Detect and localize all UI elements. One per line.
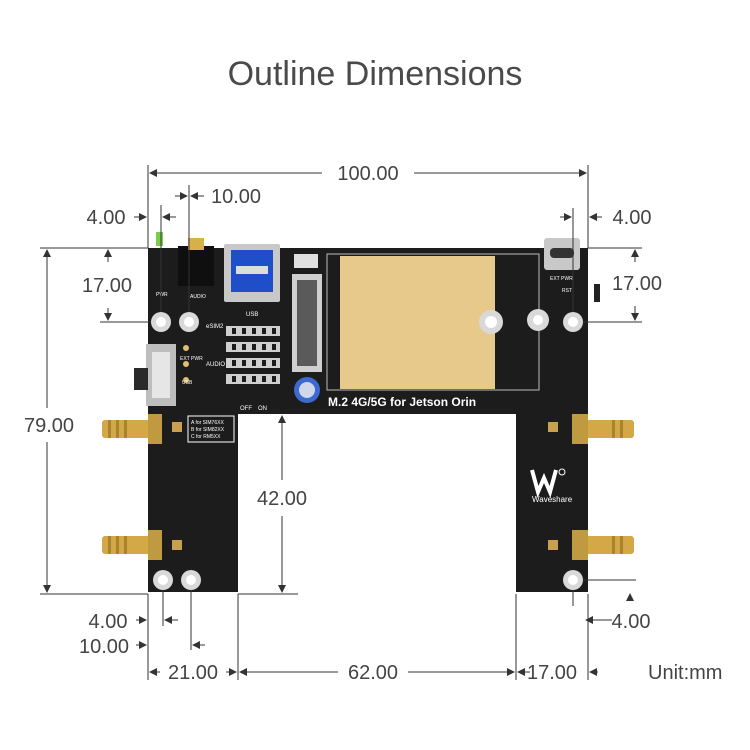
- audio-jack: [178, 246, 214, 286]
- dim-bottom-right-hole-x: 4.00: [612, 611, 651, 633]
- mounting-holes: [151, 309, 583, 590]
- sma-right-bottom: [572, 530, 634, 560]
- label-audio-2: AUDIO: [206, 362, 225, 368]
- sma-connectors: [102, 414, 634, 560]
- dim-overall-width: 100.00: [337, 163, 398, 185]
- dim-usb-hole-x: 10.00: [211, 186, 261, 208]
- sim-legend-box: [187, 415, 235, 443]
- label-usb: USB: [246, 312, 258, 318]
- brand-label: Waveshare: [532, 495, 573, 504]
- reset-button: [594, 284, 600, 302]
- label-ext-pwr-right: EXT PWR: [550, 276, 573, 282]
- label-audio: AUDIO: [190, 294, 206, 300]
- pcb-board: [102, 232, 634, 592]
- dim-bottom-left-hole2-x: 10.00: [79, 636, 129, 658]
- dim-cutout-width: 62.00: [348, 662, 398, 684]
- dim-cutout-height: 42.00: [257, 488, 307, 510]
- sma-right-top: [572, 414, 634, 444]
- label-rst: RST: [562, 288, 572, 294]
- dim-overall-height: 79.00: [24, 415, 74, 437]
- board-name: M.2 4G/5G for Jetson Orin: [328, 395, 476, 409]
- dimension-lines: [40, 165, 642, 680]
- dim-left-hole-y: 17.00: [82, 275, 132, 297]
- dim-left-leg-width: 21.00: [168, 662, 218, 684]
- unit-label: Unit:mm: [648, 662, 723, 684]
- waveshare-logo: [530, 468, 566, 499]
- page-title: Outline Dimensions: [227, 55, 523, 93]
- sma-left-bottom: [102, 530, 162, 560]
- label-on: ON: [258, 406, 267, 412]
- label-off: OFF: [240, 406, 252, 412]
- label-sim-a: A for SIM76XX: [191, 420, 224, 426]
- label-ext-pwr: EXT PWR: [180, 356, 203, 362]
- dim-left-hole-x: 4.00: [87, 207, 126, 229]
- label-pwr: PWR: [156, 292, 168, 298]
- dim-right-hole-x: 4.00: [613, 207, 652, 229]
- pin-header: [183, 345, 189, 383]
- label-usb-2: USB: [182, 380, 193, 386]
- dim-bottom-left-hole-x: 4.00: [89, 611, 128, 633]
- led: [156, 232, 163, 246]
- dim-right-hole-y: 17.00: [612, 273, 662, 295]
- label-esim2: eSIM2: [206, 324, 224, 330]
- label-sim-b: B for SIM82XX: [191, 427, 225, 433]
- label-sim-c: C for RM5XX: [191, 434, 221, 440]
- sma-left-top: [102, 414, 162, 444]
- dim-right-leg-width: 17.00: [527, 662, 577, 684]
